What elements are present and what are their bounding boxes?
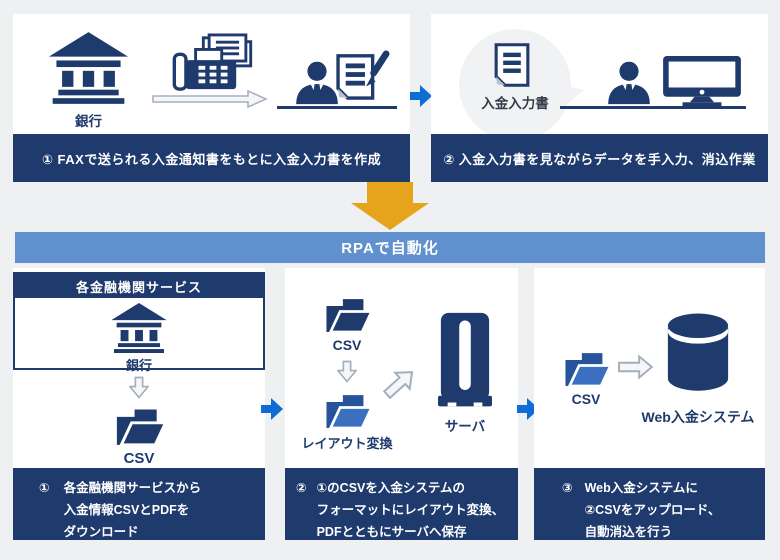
folder-label: CSV <box>123 450 155 467</box>
folder-converted-icon <box>326 395 373 430</box>
rpa-banner: RPAで自動化 <box>15 232 765 263</box>
flow-arrow-icon <box>152 89 268 109</box>
down-arrow-orange-icon <box>351 182 429 230</box>
up-right-arrow-gray-icon <box>382 371 414 400</box>
desk-line <box>560 106 746 109</box>
person-icon <box>608 61 650 105</box>
manual-step1-box: 銀行 <box>13 14 410 182</box>
caption-text: ① FAXで送られる入金通知書をもとに入金入力書を作成 <box>41 151 382 167</box>
rpa-banner-label: RPAで自動化 <box>341 240 439 257</box>
down-arrow-gray-icon <box>337 360 357 383</box>
manual-step1-caption: ① FAXで送られる入金通知書をもとに入金入力書を作成 <box>13 134 410 182</box>
caption-number: ② <box>296 481 307 495</box>
down-arrow-gray-icon <box>129 376 149 399</box>
monitor-icon <box>663 56 741 106</box>
rpa-step3-panel: CSV Web入金システム ③ Web入金システムに ②CSVをアップロード、 … <box>534 268 765 540</box>
bank-icon <box>48 32 129 104</box>
bank-icon <box>111 303 167 353</box>
manual-step2-box: 入金入力書 ② 入金入力書を見ながらデータを手入力、消込作業 <box>431 14 768 182</box>
folder-label: CSV <box>332 337 362 353</box>
folder-icon <box>326 299 373 334</box>
person-icon <box>296 61 338 105</box>
bank-service-title: 各金融機関サービス <box>15 274 263 298</box>
database-icon <box>667 313 729 391</box>
server-icon <box>438 312 492 407</box>
rpa-step2-caption: ② ①のCSVを入金システムの フォーマットにレイアウト変換、 PDFとともにサ… <box>285 468 518 540</box>
document-pen-icon <box>336 50 390 100</box>
rpa-step1-caption: ① 各金融機関サービスから 入金情報CSVとPDFを ダウンロード <box>13 468 265 540</box>
server-label: サーバ <box>444 419 486 434</box>
bank-service-box: 各金融機関サービス 銀行 <box>13 272 265 373</box>
folder-converted-icon <box>565 353 612 388</box>
bubble-label: 入金入力書 <box>481 96 549 111</box>
layout-convert-label: レイアウト変換 <box>301 436 393 451</box>
bank-label: 銀行 <box>75 114 102 129</box>
web-system-label: Web入金システム <box>641 409 755 425</box>
desk-line <box>277 106 397 109</box>
folder-icon <box>116 409 167 447</box>
right-arrow-blue-icon <box>517 398 539 420</box>
caption-lines: Web入金システムに ②CSVをアップロード、 自動消込を行う <box>584 481 721 539</box>
rpa-step2-panel: CSV レイアウト変換 サーバ ② ①のCSVを入金システムの フォーマットにレ… <box>285 268 518 540</box>
speech-bubble-tail <box>567 86 584 104</box>
right-arrow-blue-icon <box>261 398 283 420</box>
right-arrow-blue-icon <box>410 85 432 107</box>
right-arrow-gray-icon <box>618 354 654 380</box>
caption-lines: ①のCSVを入金システムの フォーマットにレイアウト変換、 PDFとともにサーバ… <box>316 481 505 539</box>
caption-lines: 各金融機関サービスから 入金情報CSVとPDFを ダウンロード <box>63 481 202 539</box>
document-icon <box>494 43 530 87</box>
fax-icon <box>172 33 253 91</box>
bank-label: 銀行 <box>125 358 152 373</box>
caption-number: ① <box>39 481 50 495</box>
caption-number: ③ <box>562 481 573 495</box>
rpa-step3-caption: ③ Web入金システムに ②CSVをアップロード、 自動消込を行う <box>534 468 765 540</box>
manual-step2-caption: ② 入金入力書を見ながらデータを手入力、消込作業 <box>431 134 768 182</box>
caption-text: ② 入金入力書を見ながらデータを手入力、消込作業 <box>443 151 756 167</box>
folder-label: CSV <box>571 391 601 407</box>
rpa-step1-panel: 各金融機関サービス 銀行 CSV ① 各金融機関サービスから <box>13 268 265 540</box>
